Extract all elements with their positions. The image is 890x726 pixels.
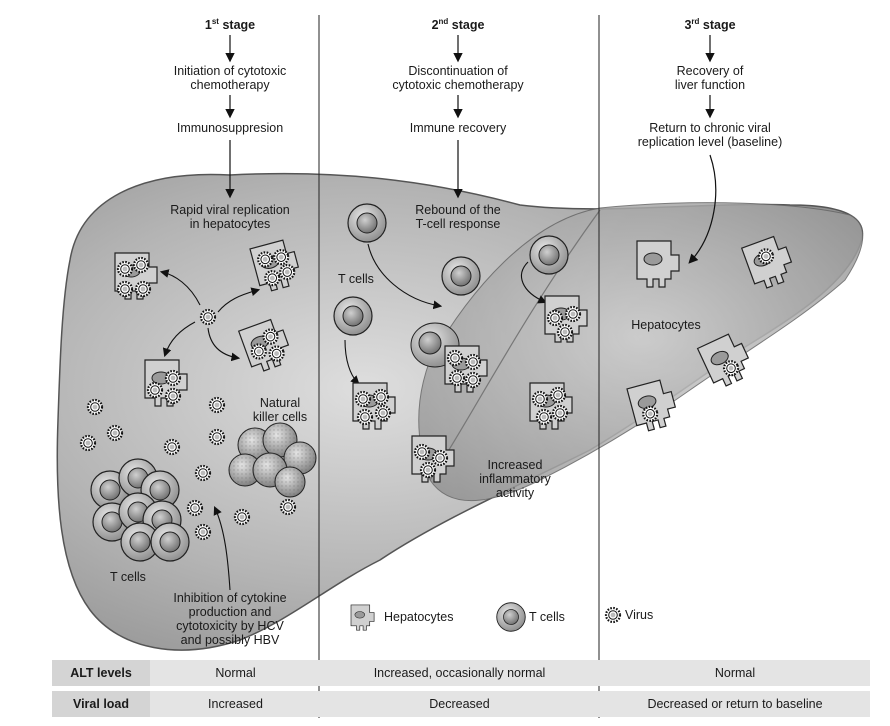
nk-cells-label: Natural killer cells bbox=[252, 396, 308, 424]
table-row-bg bbox=[52, 660, 870, 686]
inhibition-arrow bbox=[213, 505, 231, 591]
stage-2-header: 2nd stage bbox=[431, 17, 485, 33]
virus-particle bbox=[208, 396, 226, 414]
flow-arrow bbox=[688, 154, 717, 264]
legend-tcell-icon bbox=[496, 602, 526, 632]
rapid-replication-label: Rapid viral replication in hepatocytes bbox=[170, 203, 290, 231]
virus-particle bbox=[208, 428, 226, 446]
virus-particle bbox=[194, 523, 212, 541]
table-row-label-alt: ALT levels bbox=[70, 666, 132, 680]
virus-particle bbox=[163, 438, 181, 456]
legend-virus-icon bbox=[604, 606, 622, 624]
virus-particle bbox=[194, 464, 212, 482]
t-cell bbox=[333, 296, 373, 336]
table-cell: Increased bbox=[208, 697, 263, 711]
tcell-arrow bbox=[344, 339, 360, 385]
stage-1-step-1: Initiation of cytotoxic chemotherapy bbox=[173, 64, 287, 92]
t-cell bbox=[529, 235, 569, 275]
spread-arrow bbox=[159, 269, 201, 306]
table-label-bg bbox=[52, 691, 150, 717]
spread-arrow bbox=[162, 321, 196, 358]
table-row-label-viral-load: Viral load bbox=[72, 697, 130, 711]
nk-cell-cluster bbox=[228, 422, 317, 498]
legend-virus-label: Virus bbox=[625, 608, 654, 622]
t-cells-label-stage-2: T cells bbox=[338, 272, 374, 286]
table-cell: Decreased bbox=[429, 697, 490, 711]
stage-3-step-2: Return to chronic viral replication leve… bbox=[637, 121, 783, 149]
stage-2-step-2: Immune recovery bbox=[409, 121, 507, 135]
t-cell bbox=[347, 203, 387, 243]
table-cell: Decreased or return to baseline bbox=[647, 697, 823, 711]
table-cell: Normal bbox=[714, 666, 756, 680]
table-label-bg bbox=[52, 660, 150, 686]
stage-1-header: 1st stage bbox=[204, 17, 256, 33]
tcell-arrow bbox=[521, 261, 548, 304]
legend-hepatocytes-label: Hepatocytes bbox=[384, 610, 454, 624]
virus-particle bbox=[79, 434, 97, 452]
stage-3-step-1: Recovery of liver function bbox=[674, 64, 746, 92]
stage-2-step-1: Discontinuation of cytotoxic chemotherap… bbox=[392, 64, 524, 92]
virus-particle bbox=[279, 498, 297, 516]
virus-particle bbox=[186, 499, 204, 517]
table-cell: Normal bbox=[215, 666, 256, 680]
t-cells-label-stage-1: T cells bbox=[110, 570, 146, 584]
spread-arrow bbox=[207, 327, 241, 362]
table-cell: Increased, occasionally normal bbox=[373, 666, 546, 680]
t-cell bbox=[441, 256, 481, 296]
table-row-bg bbox=[52, 691, 870, 717]
stage-1-step-2: Immunosuppresion bbox=[176, 121, 284, 135]
legend-tcells-label: T cells bbox=[529, 610, 565, 624]
tcell-arrow bbox=[367, 243, 443, 310]
virus-particle bbox=[233, 508, 251, 526]
hepatocytes-label-stage-3: Hepatocytes bbox=[631, 318, 701, 332]
rebound-label: Rebound of the T-cell response bbox=[415, 203, 501, 231]
stage-3-header: 3rd stage bbox=[684, 17, 736, 33]
legend-hepatocyte-icon bbox=[350, 604, 375, 631]
virus-particle bbox=[106, 424, 124, 442]
virus-particle bbox=[199, 308, 217, 326]
inflammatory-label: Increased inflammatory activity bbox=[479, 458, 551, 500]
inhibition-label: Inhibition of cytokine production and cy… bbox=[173, 591, 287, 647]
virus-particle bbox=[86, 398, 104, 416]
spread-arrow bbox=[217, 287, 261, 313]
